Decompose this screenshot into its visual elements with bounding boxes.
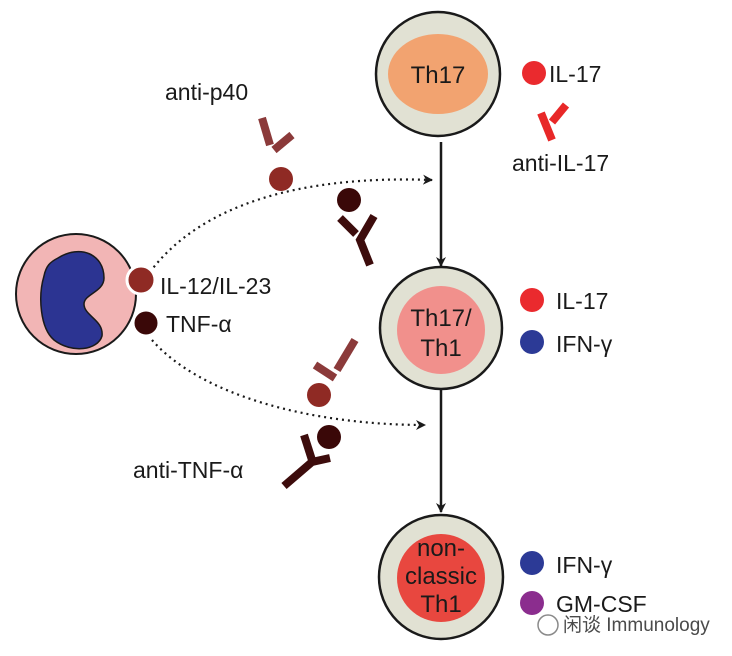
il12-il23-dot <box>125 264 157 296</box>
anti-il17-antibody-icon <box>537 102 570 142</box>
antigen-presenting-cell <box>15 233 137 355</box>
watermark: 闲谈 Immunology <box>537 614 710 636</box>
il17-label-mid: IL-17 <box>556 288 608 314</box>
nonclassic-label-line3: Th1 <box>420 591 461 618</box>
anti-p40-label: anti-p40 <box>165 79 248 105</box>
ifng-dot-mid <box>520 330 544 354</box>
il12-il23-dot-bound-by-anti-p40 <box>269 167 293 191</box>
th17-cell: Th17 <box>374 10 502 138</box>
anti-p40-antibody-icon <box>258 116 295 154</box>
il17-dot-top <box>522 61 546 85</box>
il17-label-top: IL-17 <box>549 61 601 87</box>
nonclassic-label-line2: classic <box>405 563 477 590</box>
wechat-icon <box>537 614 559 636</box>
il17-dot-mid <box>520 288 544 312</box>
anti-il17-label: anti-IL-17 <box>512 150 609 176</box>
watermark-text: 闲谈 Immunology <box>563 614 710 636</box>
nonclassic-th1-cell: non- classic Th1 <box>377 513 505 641</box>
th17-th1-label-line2: Th1 <box>420 335 461 362</box>
tnf-alpha-dot-lower <box>317 425 341 449</box>
th17-th1-cell: Th17/ Th1 <box>378 265 504 391</box>
tnf-alpha-dot <box>131 308 161 338</box>
nonclassic-label-line1: non- <box>417 535 465 562</box>
th17-label: Th17 <box>411 62 466 89</box>
tnf-alpha-label: TNF-α <box>166 311 232 337</box>
th17-th1-label-line1: Th17/ <box>410 305 472 332</box>
gmcsf-dot <box>520 591 544 615</box>
il12-il23-dot-lower <box>307 383 331 407</box>
gmcsf-label: GM-CSF <box>556 591 647 617</box>
nucleus-shape <box>40 250 105 350</box>
il12-il23-label: IL-12/IL-23 <box>160 273 271 299</box>
anti-tnf-alpha-label: anti-TNF-α <box>133 457 243 483</box>
dotted-arrow-to-th17 <box>149 174 433 273</box>
ifng-label-bottom: IFN-γ <box>556 552 613 578</box>
anti-tnf-antibody-icon-upper <box>337 213 378 267</box>
anti-tnf-antibody-icon-lower <box>281 433 331 490</box>
anti-p40-antibody-icon-lower <box>312 337 359 382</box>
tnf-alpha-dot-upper <box>337 188 361 212</box>
ifng-label-mid: IFN-γ <box>556 331 613 357</box>
ifng-dot-bottom <box>520 551 544 575</box>
